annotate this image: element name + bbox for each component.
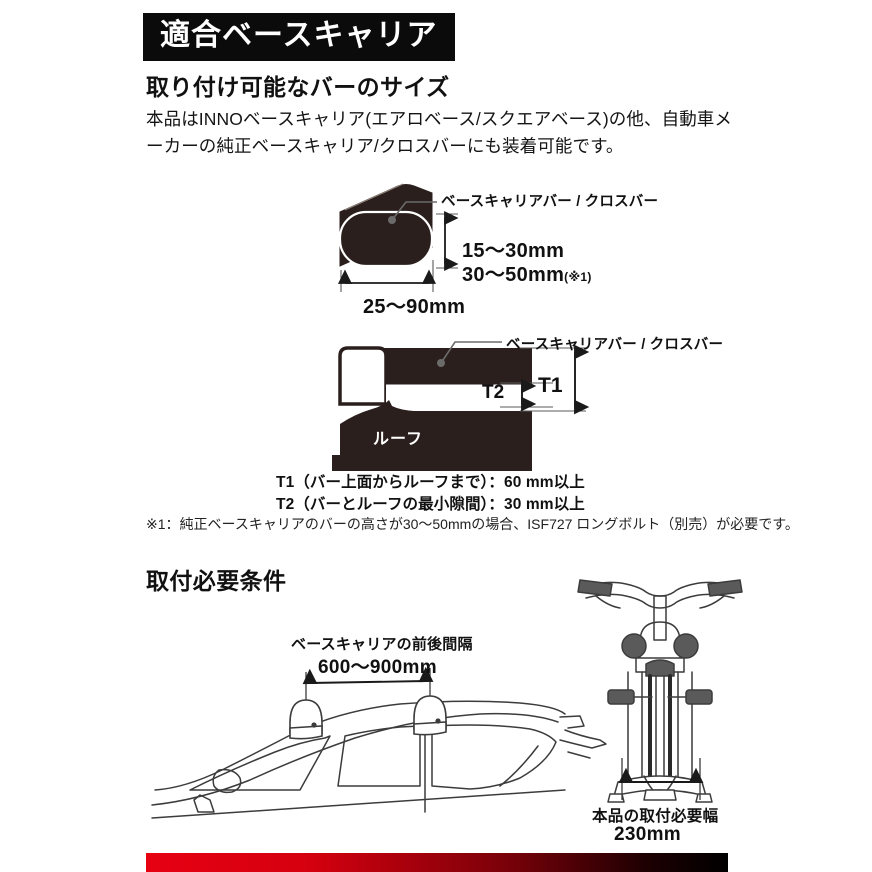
carrier-foot-left	[607, 793, 625, 803]
heading-requirements: 取付必要条件	[146, 568, 287, 594]
car-beltline-outer	[151, 712, 559, 806]
roof-mount-feet	[289, 695, 447, 740]
spec-line-t1: T1（バー上面からルーフまで）：60 mm以上	[276, 474, 585, 491]
car-rear-line	[567, 751, 591, 759]
bike-grip-left	[577, 579, 613, 597]
diagram2-leader-label: ベースキャリアバー / クロスバー	[506, 337, 724, 353]
diagram1-height-option-1: 15〜30mm	[462, 234, 564, 263]
bike-lever-right	[699, 595, 725, 609]
car-window-a-pillar	[189, 735, 331, 791]
bar-front-face	[338, 210, 434, 268]
leader-line-2	[440, 341, 502, 364]
t1-label: T1	[538, 374, 563, 397]
car-roof-outline	[154, 700, 566, 791]
page-title-banner: 適合ベースキャリア	[143, 13, 455, 62]
bike-pedal-right	[685, 689, 713, 705]
diagram1-leader-label: ベースキャリアバー / クロスバー	[441, 194, 659, 210]
roof-foot-front-bolt	[311, 722, 317, 728]
roof-bracket-shape	[338, 346, 388, 406]
height-option-1-value: 15〜30mm	[462, 240, 565, 262]
bike-stem	[653, 595, 667, 641]
roof-foot-front-base	[289, 725, 323, 740]
roof-block-base	[332, 455, 532, 471]
bike-width-value: 230mm	[614, 824, 681, 845]
bike-handlebar-lower	[585, 593, 735, 609]
carrier-foot-right	[695, 793, 713, 803]
bike-lever-left	[595, 595, 621, 609]
bike-hood-right	[673, 633, 699, 659]
car-spoiler	[559, 715, 585, 729]
height-option-2-note: (※1)	[564, 270, 592, 284]
leader-line-1	[391, 201, 437, 221]
car-window-divider	[499, 745, 539, 787]
bar-crease-line	[344, 183, 404, 211]
bottom-accent-bar	[146, 853, 728, 872]
bike-crown-center	[645, 659, 675, 677]
clearance-gap	[386, 383, 532, 407]
diagram1-height-option-2: 30〜50mm(※1)	[462, 258, 592, 287]
roof-bar-band	[371, 348, 532, 383]
bike-pedal-left	[607, 689, 635, 705]
car-rear-detail	[559, 729, 607, 749]
bike-hood-left	[621, 633, 647, 659]
roof-foot-rear-bolt	[435, 718, 441, 724]
roof-label: ルーフ	[373, 431, 424, 448]
t2-label: T2	[482, 382, 505, 403]
spacing-arrow	[302, 666, 434, 685]
footnote-text: ※1：純正ベースキャリアのバーの高さが30〜50mmの場合、ISF727 ロング…	[146, 516, 799, 532]
spacing-value: 600〜900mm	[318, 657, 437, 678]
roof-foot-rear-base	[413, 721, 447, 736]
roof-block	[340, 400, 532, 462]
height-option-2-value: 30〜50mm	[462, 264, 565, 286]
body-copy-compatibility: 本品はINNOベースキャリア(エアロベース/スクエアベース)の他、自動車メーカー…	[146, 109, 732, 156]
bike-grip-right	[707, 579, 743, 597]
heading-bar-size: 取り付け可能なバーのサイズ	[146, 74, 450, 100]
carrier-foot-center	[643, 789, 677, 801]
spec-line-t2: T2（バーとルーフの最小隙間）：30 mm以上	[276, 496, 585, 513]
car-lower-line	[151, 789, 566, 819]
car-front-detail	[193, 794, 215, 813]
car-mirror	[212, 768, 242, 794]
bike-width-title: 本品の取付必要幅	[592, 808, 719, 825]
spacing-title: ベースキャリアの前後間隔	[291, 636, 473, 653]
diagram1-width-label: 25〜90mm	[363, 296, 466, 318]
